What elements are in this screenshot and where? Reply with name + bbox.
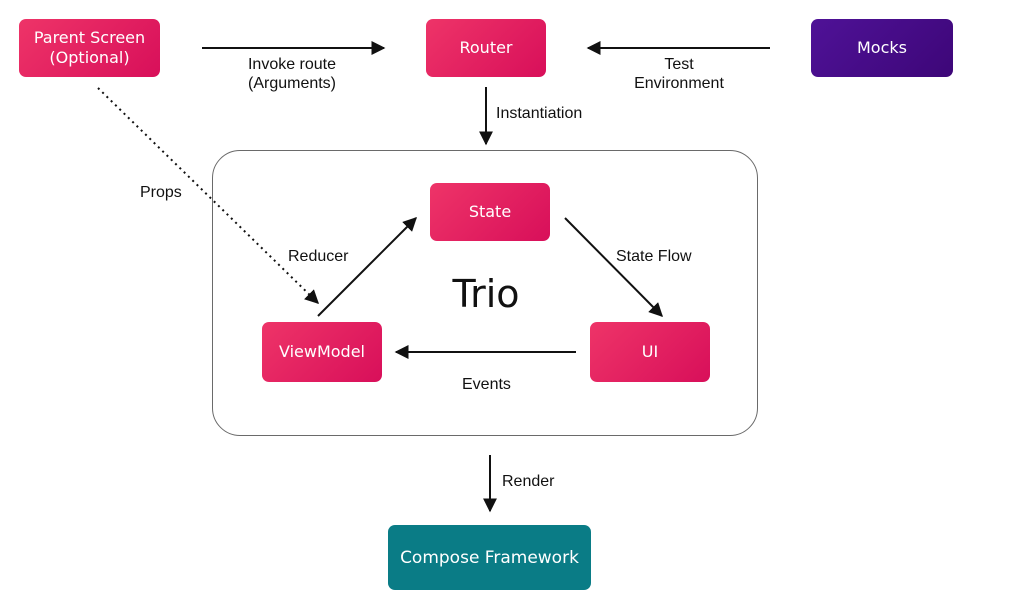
trio-title: Trio [452, 272, 520, 316]
edge-label-events: Events [462, 376, 511, 393]
arrow-state-flow [564, 217, 663, 317]
trio-container [212, 150, 758, 436]
edge-label-instantiation: Instantiation [496, 105, 583, 122]
parent-screen-node[interactable]: Parent Screen (Optional) [19, 19, 160, 77]
edge-label-invoke-route: Invoke route (Arguments) [232, 55, 352, 93]
edge-label-test-environment: Test Environment [619, 55, 739, 93]
edge-label-props: Props [140, 184, 182, 201]
state-node[interactable]: State [430, 183, 550, 241]
test-environment-line2: Environment [634, 75, 724, 92]
viewmodel-node[interactable]: ViewModel [262, 322, 382, 382]
router-node[interactable]: Router [426, 19, 546, 77]
invoke-route-line2: (Arguments) [247, 75, 337, 92]
test-environment-line1: Test [664, 56, 694, 73]
edge-label-reducer: Reducer [288, 248, 349, 265]
parent-screen-label-line1: Parent Screen [33, 28, 146, 47]
invoke-route-line1: Invoke route [247, 56, 337, 73]
edge-label-state-flow: State Flow [616, 248, 692, 265]
arrow-reducer [317, 217, 417, 317]
compose-framework-node[interactable]: Compose Framework [388, 525, 591, 590]
ui-node[interactable]: UI [590, 322, 710, 382]
mocks-node[interactable]: Mocks [811, 19, 953, 77]
edge-label-render: Render [502, 473, 555, 490]
parent-screen-label-line2: (Optional) [49, 48, 130, 67]
